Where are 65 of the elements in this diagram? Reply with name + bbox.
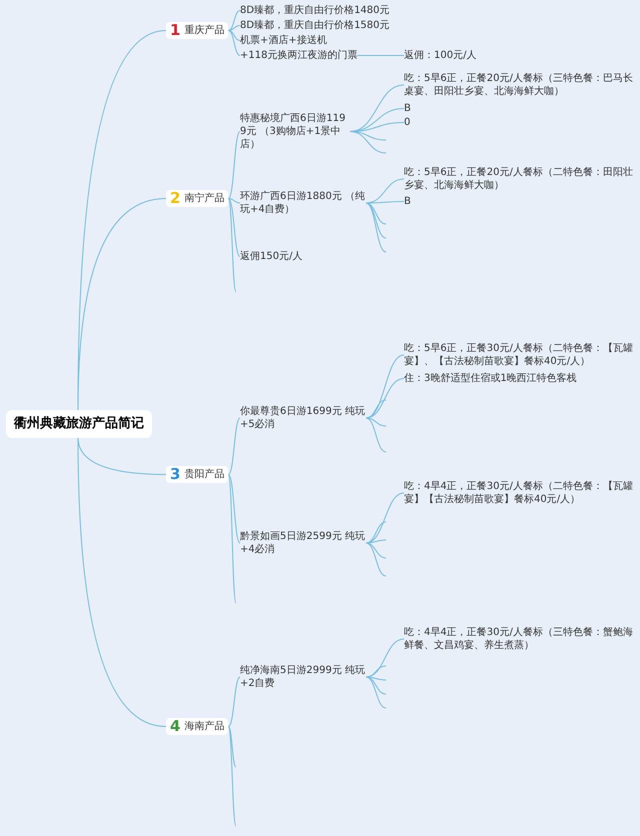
topic-text: B: [404, 102, 411, 115]
topic-text: 你最尊贵6日游1699元 纯玩+5必消: [240, 405, 366, 431]
branch-line: [366, 542, 386, 576]
topic-text: B: [404, 195, 411, 208]
branch-line: [78, 437, 166, 727]
topic-text: 纯净海南5日游2999元 纯玩+2自费: [240, 664, 366, 690]
branch-line: [366, 676, 386, 694]
branch-line: [228, 198, 236, 292]
branch-line: [366, 202, 386, 252]
priority-number: 2: [170, 191, 180, 206]
topic-label: 重庆产品: [184, 24, 224, 38]
branch-line: [366, 418, 386, 452]
topic-text: 吃：4早4正，正餐30元/人餐标（三特色餐：蟹鲍海鲜餐、文昌鸡宴、养生煮蒸）: [404, 626, 636, 652]
topic-label: 贵阳产品: [184, 468, 224, 482]
topic-text: 返佣：100元/人: [404, 49, 476, 62]
branch-line: [366, 400, 386, 418]
priority-number: 3: [170, 467, 180, 482]
topic-label: 海南产品: [184, 720, 224, 734]
topic-box: [166, 22, 228, 39]
branch-line: [366, 666, 386, 678]
topic-text: 黔景如画5日游2599元 纯玩+4必消: [240, 530, 366, 556]
branch-line: [366, 202, 386, 238]
topic-text: 特惠秘境广西6日游1199元 （3购物店+1景中店）: [240, 112, 350, 151]
topic-text: 吃：5早6正，正餐20元/人餐标（三特色餐：巴马长桌宴、田阳壮乡宴、北海海鲜大咖）: [404, 72, 636, 98]
branch-line: [228, 10, 240, 31]
topic-box: [166, 718, 228, 735]
branch-line: [366, 201, 404, 204]
branch-line: [366, 540, 386, 544]
topic-text: 吃：4早4正，正餐30元/人餐标（二特色餐：【瓦罐宴】【古法秘制苗歌宴】餐标40元/人）: [404, 480, 636, 506]
priority-number: 1: [170, 23, 180, 38]
topic-text: 8D臻都，重庆自由行价格1580元: [240, 19, 390, 32]
branch-line: [228, 474, 240, 544]
branch-line: [228, 30, 240, 41]
branch-line: [228, 726, 236, 768]
branch-line: [356, 55, 404, 56]
topic-box: [166, 190, 228, 207]
branch-line: [366, 202, 386, 224]
branch-line: [228, 676, 240, 727]
branch-line: [228, 726, 236, 826]
branch-line: [366, 676, 386, 680]
topic-text: 吃：5早6正，正餐30元/人餐标（二特色餐：【瓦罐宴】、【古法秘制苗歌宴】餐标40元/人）: [404, 342, 636, 368]
topic-text: 0: [404, 116, 410, 129]
topic-text: 吃：5早6正，正餐20元/人餐标（二特色餐：田阳壮乡宴、北海海鲜大咖）: [404, 166, 636, 192]
branch-line: [228, 25, 240, 31]
branch-line: [366, 522, 386, 544]
root-topic: 衢州典藏旅游产品简记: [6, 410, 152, 438]
branch-line: [228, 418, 240, 475]
branch-line: [350, 131, 386, 154]
branch-line: [228, 474, 236, 604]
branch-line: [228, 131, 240, 199]
branch-line: [366, 418, 386, 426]
branch-line: [366, 542, 386, 558]
topic-text: 8D臻都，重庆自由行价格1480元: [240, 4, 390, 17]
topic-text: 住：3晚舒适型住宿或1晚西江特色客栈: [404, 372, 636, 385]
topic-label: 南宁产品: [184, 192, 224, 206]
branch-line: [228, 198, 240, 204]
branch-line: [228, 30, 240, 56]
branch-line: [366, 676, 386, 708]
topic-text: 环游广西6日游1880元 （纯玩+4自费）: [240, 190, 366, 216]
topic-text: 返佣150元/人: [240, 250, 302, 263]
branch-line: [228, 198, 240, 257]
priority-number: 4: [170, 719, 180, 734]
topic-text: +118元换两江夜游的门票: [240, 49, 358, 62]
topic-box: [166, 466, 228, 483]
topic-text: 机票+酒店+接送机: [240, 34, 327, 47]
